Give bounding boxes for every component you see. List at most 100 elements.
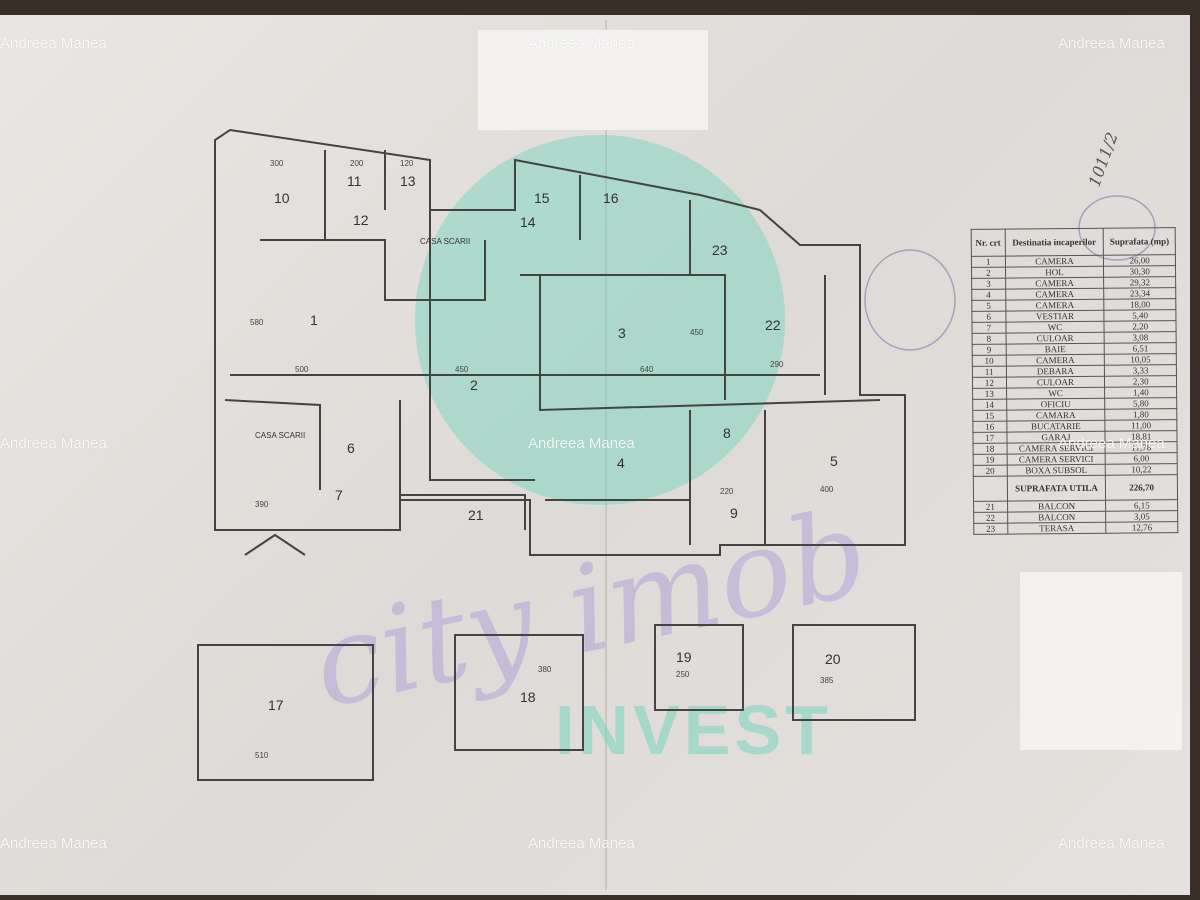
- table-cell: CAMERA: [1005, 299, 1105, 312]
- col-header: Destinatia incaperilor: [1004, 228, 1104, 257]
- room-18-outline: [454, 634, 584, 751]
- table-cell: 4: [971, 289, 1006, 301]
- table-cell: 13: [972, 388, 1007, 400]
- watermark: Andreea Manea: [1058, 435, 1165, 452]
- table-cell: 1: [971, 256, 1006, 268]
- table-cell: 2,20: [1104, 320, 1177, 333]
- dimension-label: 300: [270, 159, 284, 168]
- table-cell: CULOAR: [1006, 376, 1105, 389]
- watermark: Andreea Manea: [0, 835, 107, 852]
- table-cell: 11: [972, 366, 1007, 378]
- table-cell: CAMERA: [1005, 354, 1105, 367]
- table-cell: CAMARA: [1006, 409, 1106, 422]
- table-cell: 18: [973, 443, 1007, 455]
- table-cell: 9: [972, 344, 1006, 356]
- stair-label: CASA SCARII: [255, 431, 305, 440]
- table-cell: 26,00: [1103, 254, 1176, 267]
- room-label: 23: [712, 242, 728, 258]
- room-20-outline: [792, 624, 916, 721]
- logo-circle: [415, 135, 785, 505]
- room-label: 20: [825, 651, 841, 667]
- table-cell: 7: [971, 322, 1006, 334]
- table-cell: 11,00: [1105, 419, 1177, 432]
- dimension-label: 500: [295, 365, 309, 374]
- dimension-label: 640: [640, 365, 654, 374]
- table-cell: 12: [972, 377, 1007, 389]
- table-cell: WC: [1005, 321, 1105, 334]
- logo-invest-text: INVEST: [555, 691, 832, 769]
- room-label: 12: [353, 212, 369, 228]
- dimension-label: 380: [538, 665, 552, 674]
- table-cell: 22: [973, 512, 1008, 524]
- room-19-outline: [654, 624, 744, 711]
- table-cell: BALCON: [1007, 511, 1107, 524]
- table-cell: 1,40: [1104, 386, 1177, 399]
- room-label: 18: [520, 689, 536, 705]
- table-cell: BALCON: [1007, 500, 1107, 513]
- table-cell: 30,30: [1103, 265, 1176, 278]
- dimension-label: 390: [255, 500, 269, 509]
- table-cell: 23: [973, 523, 1008, 535]
- table-cell: BOXA SUBSOL: [1006, 464, 1106, 477]
- room-label: 10: [274, 190, 290, 206]
- table-cell: TERASA: [1007, 522, 1107, 535]
- table-cell: 5,80: [1105, 397, 1177, 410]
- table-cell: 2: [971, 267, 1006, 279]
- blank-patch: [1020, 572, 1182, 750]
- room-label: 13: [400, 173, 416, 189]
- room-label: 5: [830, 453, 838, 469]
- table-cell: CAMERA SERVICI: [1006, 453, 1106, 466]
- dimension-label: 120: [400, 159, 414, 168]
- table-cell: CAMERA: [1005, 288, 1105, 301]
- stair-label: CASA SCARII: [420, 237, 470, 246]
- official-stamp: [864, 249, 956, 351]
- room-17-outline: [197, 644, 374, 781]
- watermark: Andreea Manea: [528, 835, 635, 852]
- room-label: 16: [603, 190, 619, 206]
- col-header: Suprafata (mp): [1103, 227, 1176, 256]
- table-cell: 2,30: [1104, 375, 1177, 388]
- table-cell: 5: [971, 300, 1006, 312]
- room-label: 8: [723, 425, 731, 441]
- dimension-label: 385: [820, 676, 834, 685]
- table-cell: 16: [972, 421, 1007, 433]
- table-cell: 3,08: [1104, 331, 1177, 344]
- table-cell: 10: [972, 355, 1006, 367]
- dimension-label: 220: [720, 487, 734, 496]
- table-cell: 20: [973, 465, 1007, 477]
- table-cell: 10,22: [1105, 463, 1178, 476]
- room-label: 11: [347, 173, 362, 189]
- table-cell: 6,00: [1105, 452, 1178, 465]
- table-cell: 19: [973, 454, 1007, 466]
- watermark: Andreea Manea: [1058, 35, 1165, 52]
- table-cell: DEBARA: [1005, 365, 1105, 378]
- table-cell: 3,05: [1106, 510, 1178, 523]
- dimension-label: 400: [820, 485, 834, 494]
- dimension-label: 450: [690, 328, 704, 337]
- table-cell: 3,33: [1104, 364, 1177, 377]
- dimension-label: 510: [255, 751, 269, 760]
- dimension-label: 580: [250, 318, 264, 327]
- watermark: Andreea Manea: [1058, 835, 1165, 852]
- table-cell: 6,51: [1104, 342, 1177, 355]
- table-cell: 6,15: [1105, 499, 1178, 512]
- room-label: 15: [534, 190, 550, 206]
- dimension-label: 250: [676, 670, 690, 679]
- blank-patch: [478, 30, 708, 130]
- table-cell: 6: [971, 311, 1006, 323]
- room-label: 14: [520, 214, 536, 230]
- room-label: 21: [468, 507, 484, 523]
- table-cell: 14: [972, 399, 1007, 411]
- official-stamp: [1078, 195, 1156, 261]
- watermark: Andreea Manea: [528, 435, 635, 452]
- table-cell: CAMERA: [1005, 277, 1105, 290]
- table-cell: BUCATARIE: [1006, 420, 1106, 433]
- table-cell: CAMERA: [1004, 255, 1104, 268]
- total-value: 226,70: [1105, 474, 1178, 501]
- table-cell: 17: [972, 432, 1007, 444]
- room-label: 19: [676, 649, 692, 665]
- table-cell: 29,32: [1104, 276, 1176, 289]
- table-cell: 12,76: [1106, 521, 1178, 534]
